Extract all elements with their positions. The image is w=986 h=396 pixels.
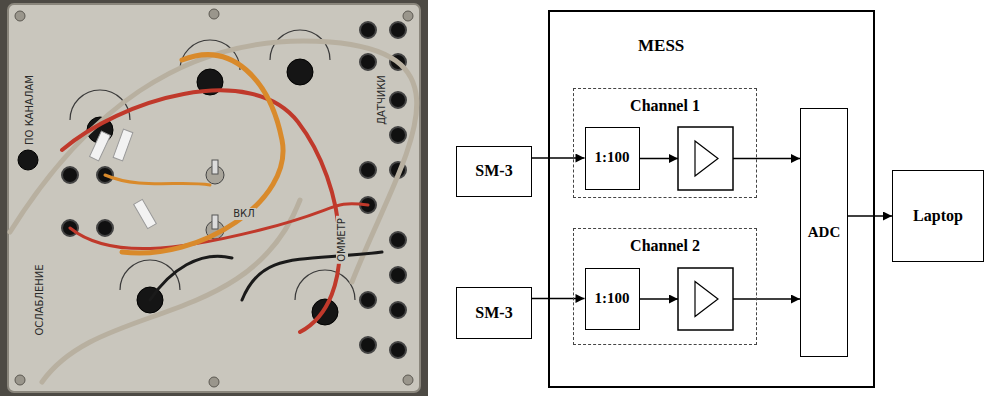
box-label: SM-3 bbox=[475, 162, 512, 180]
box-label: Channel 1 bbox=[630, 97, 700, 115]
box-label: Laptop bbox=[913, 207, 963, 225]
toggle-switches bbox=[206, 160, 224, 239]
box-label: 1:100 bbox=[595, 290, 630, 307]
panel-screws bbox=[15, 9, 413, 387]
channel-group: Channel 2 1:100 bbox=[573, 228, 757, 345]
instrument-panel bbox=[8, 4, 420, 392]
computer-box: Laptop bbox=[892, 170, 984, 262]
channel-group: Channel 1 1:100 bbox=[573, 88, 757, 198]
panel-marking: ПО КАНАЛАМ bbox=[24, 73, 36, 147]
amplifier-block bbox=[678, 268, 733, 330]
box-label: SM-3 bbox=[475, 304, 512, 322]
box-label: MESS bbox=[638, 36, 684, 56]
sensor-box: SM-3 bbox=[456, 287, 532, 339]
terminals bbox=[62, 22, 406, 358]
box-label: 1:100 bbox=[595, 149, 630, 166]
signal-arrow bbox=[848, 215, 892, 217]
panel-marking: ОСЛАБЛЕНИЕ bbox=[34, 262, 46, 337]
knobs bbox=[18, 59, 338, 325]
signal-arrow bbox=[532, 298, 585, 300]
adc-box: ADC bbox=[800, 108, 848, 357]
amplifier-block bbox=[678, 127, 733, 190]
system-housing: MESSChannel 11:100Channel 21:100ADC bbox=[548, 10, 875, 388]
panel-marking: ДАТЧИКИ bbox=[376, 73, 388, 127]
insulating-tape bbox=[90, 129, 157, 228]
signal-arrow bbox=[532, 157, 585, 159]
dial-scales bbox=[70, 30, 355, 300]
photo-background bbox=[0, 0, 428, 396]
panel-marking: ОММЕТР bbox=[336, 216, 348, 264]
sensor-box: SM-3 bbox=[456, 146, 532, 197]
box-label: ADC bbox=[808, 224, 841, 241]
box-label: Channel 2 bbox=[630, 237, 700, 255]
divider-box: 1:100 bbox=[585, 268, 640, 330]
cables bbox=[10, 41, 417, 382]
divider-box: 1:100 bbox=[585, 127, 640, 190]
panel-marking: ВКЛ bbox=[231, 208, 256, 220]
